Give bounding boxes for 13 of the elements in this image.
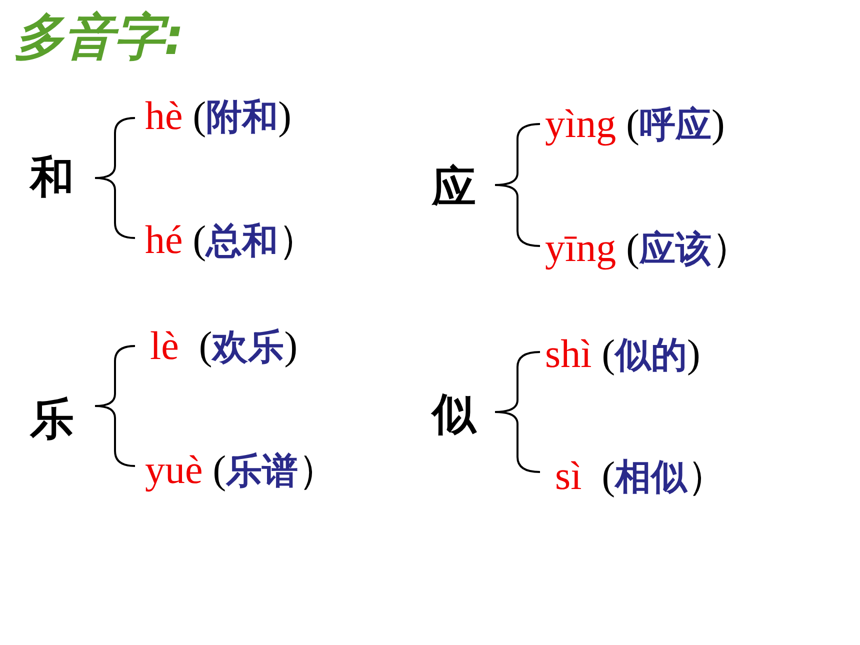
character: 乐 [30,393,74,447]
reading-text: hé (总和） [145,216,318,264]
character: 似 [432,388,476,442]
reading-text: lè (欢乐) [150,322,298,370]
character: 和 [30,151,74,205]
reading-text: yīng (应该） [545,224,752,272]
reading-text: hè (附和) [145,92,292,140]
title: 多音字: [14,7,184,68]
character: 应 [432,161,476,215]
reading-text: sì (相似） [554,452,728,500]
reading-text: yuè (乐谱） [145,446,338,494]
reading-text: shì (似的) [545,330,700,378]
reading-text: yìng (呼应) [545,100,725,148]
